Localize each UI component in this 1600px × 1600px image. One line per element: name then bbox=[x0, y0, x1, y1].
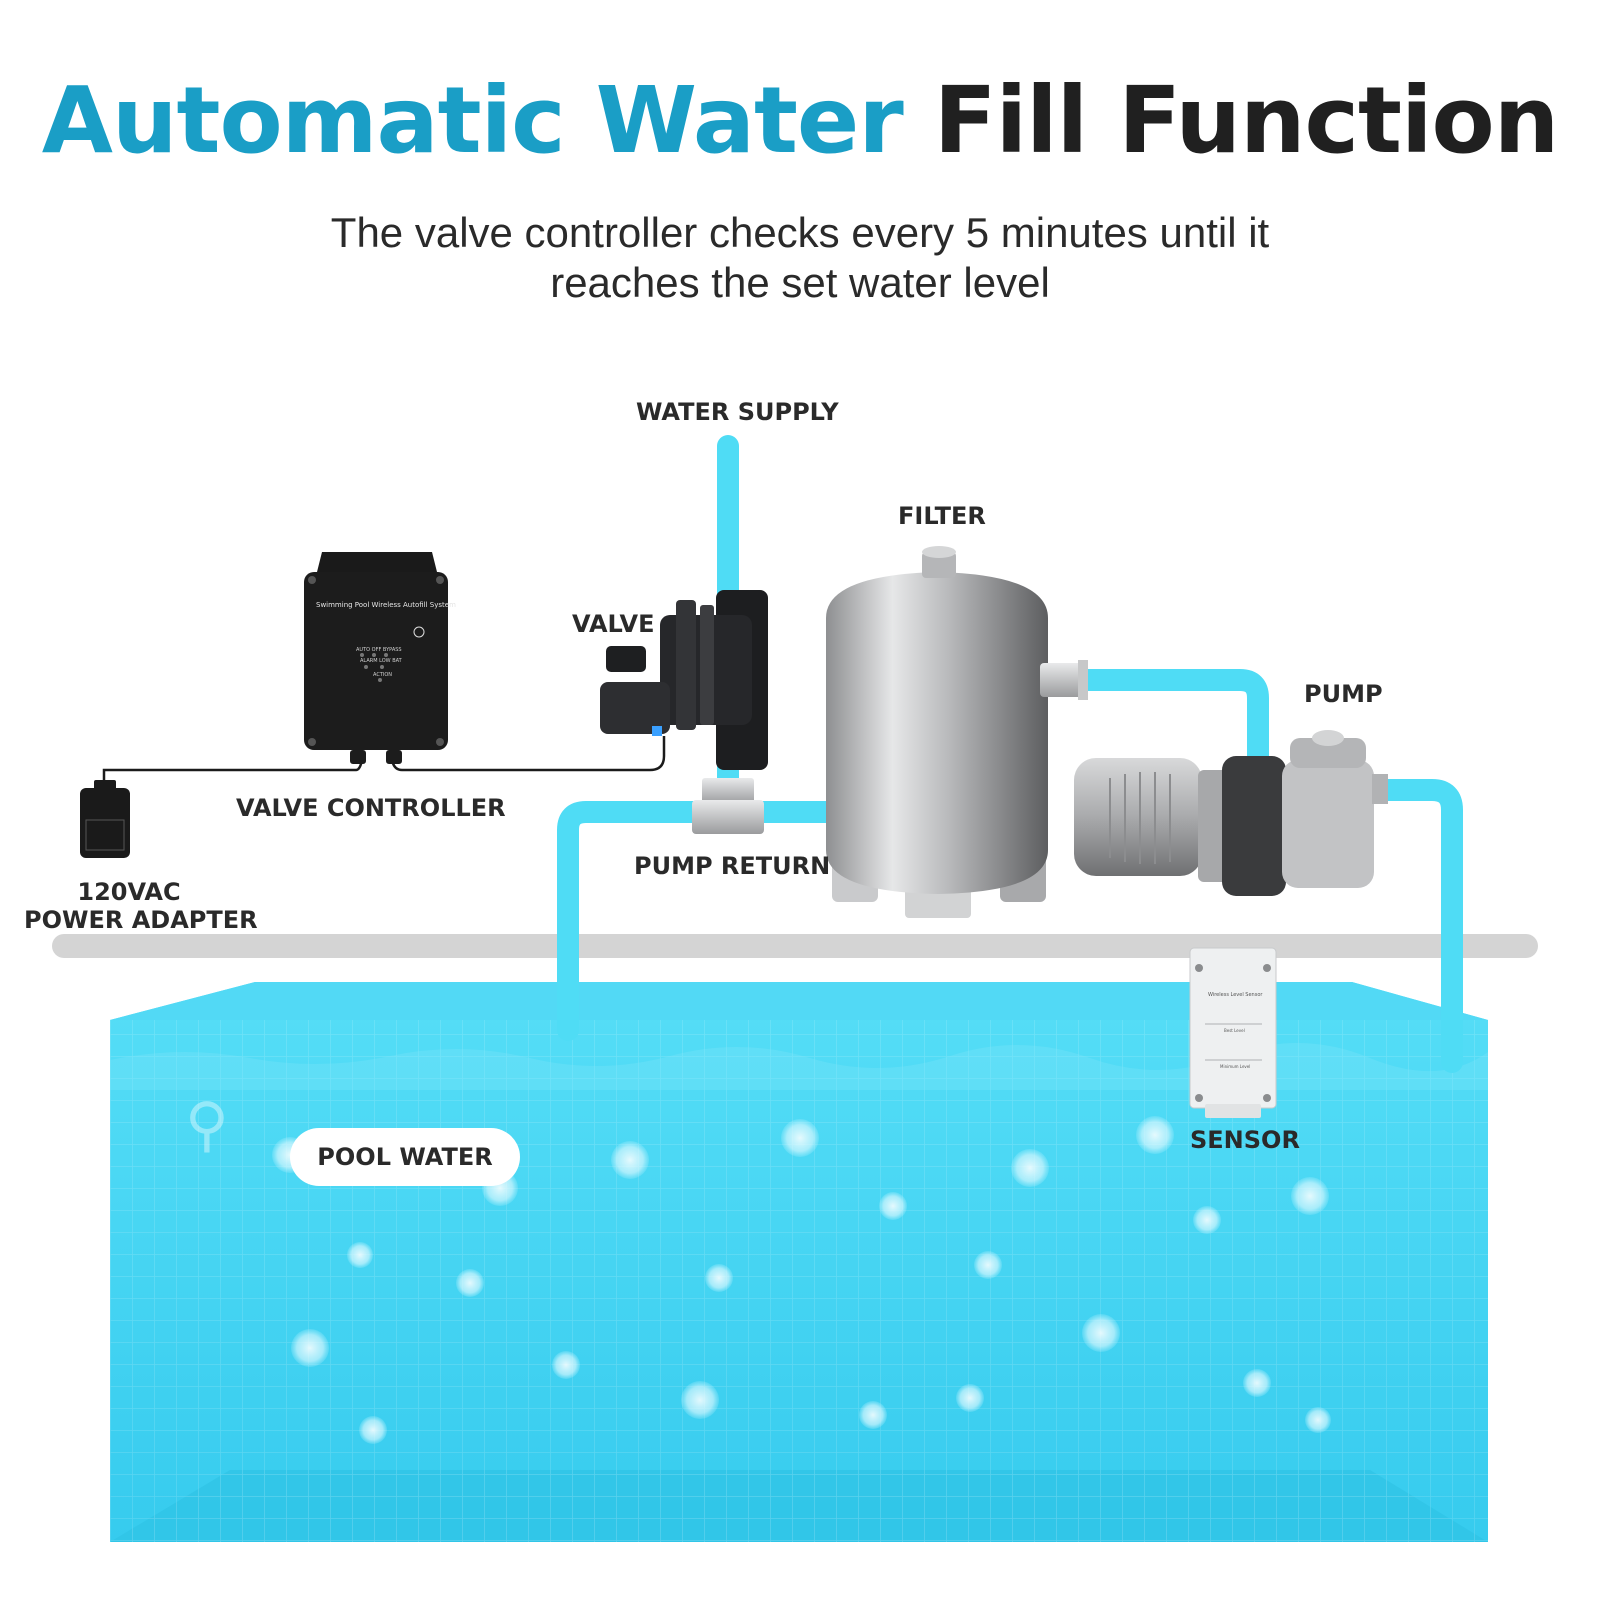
label-valve: VALVE bbox=[572, 610, 655, 638]
label-pump: PUMP bbox=[1304, 680, 1383, 708]
filter-to-pump-pipe bbox=[1074, 669, 1269, 781]
pool-water-badge: POOL WATER bbox=[290, 1128, 520, 1186]
subtitle-line2: reaches the set water level bbox=[550, 259, 1050, 306]
power-adapter bbox=[80, 780, 130, 858]
label-power-adapter: 120VAC POWER ADAPTER bbox=[24, 878, 258, 934]
sensor-mark2: Minimum Level bbox=[1220, 1064, 1250, 1069]
label-pump-return: PUMP RETURN bbox=[634, 852, 831, 880]
label-valve-controller: VALVE CONTROLLER bbox=[236, 794, 506, 822]
svg-text:⚲: ⚲ bbox=[185, 1090, 229, 1160]
pump-return-pipe bbox=[557, 801, 841, 1041]
sensor: Wireless Level Sensor Best Level Minimum… bbox=[1189, 947, 1277, 1118]
controller-leds-row1: AUTO OFF BYPASS bbox=[356, 647, 402, 653]
controller-leds-row2: ALARM LOW BAT bbox=[360, 658, 403, 664]
valve-controller: Swimming Pool Wireless Autofill System A… bbox=[304, 552, 456, 764]
valve bbox=[600, 590, 768, 770]
controller-leds-row3: ACTION bbox=[373, 672, 392, 678]
title-accent: Automatic Water bbox=[41, 67, 904, 174]
label-filter: FILTER bbox=[898, 502, 986, 530]
subtitle-line1: The valve controller checks every 5 minu… bbox=[330, 209, 1270, 256]
label-power-adapter-line1: 120VAC bbox=[77, 878, 181, 906]
pump-outlet-pipe bbox=[1374, 779, 1463, 1073]
label-power-adapter-line2: POWER ADAPTER bbox=[24, 906, 258, 934]
sensor-mark1: Best Level bbox=[1224, 1028, 1245, 1033]
pump bbox=[1074, 730, 1388, 896]
label-pool-water: POOL WATER bbox=[317, 1143, 493, 1171]
pool: ⚲ bbox=[110, 982, 1488, 1542]
tee-fitting bbox=[692, 778, 764, 834]
page-title: Automatic Water Fill Function bbox=[0, 68, 1600, 174]
sensor-title: Wireless Level Sensor bbox=[1208, 992, 1263, 998]
title-dark: Fill Function bbox=[933, 67, 1559, 174]
filter-tank bbox=[826, 546, 1088, 918]
label-water-supply: WATER SUPPLY bbox=[636, 398, 839, 426]
page-subtitle: The valve controller checks every 5 minu… bbox=[200, 208, 1400, 308]
controller-title: Swimming Pool Wireless Autofill System bbox=[316, 601, 456, 609]
label-sensor: SENSOR bbox=[1190, 1126, 1300, 1154]
